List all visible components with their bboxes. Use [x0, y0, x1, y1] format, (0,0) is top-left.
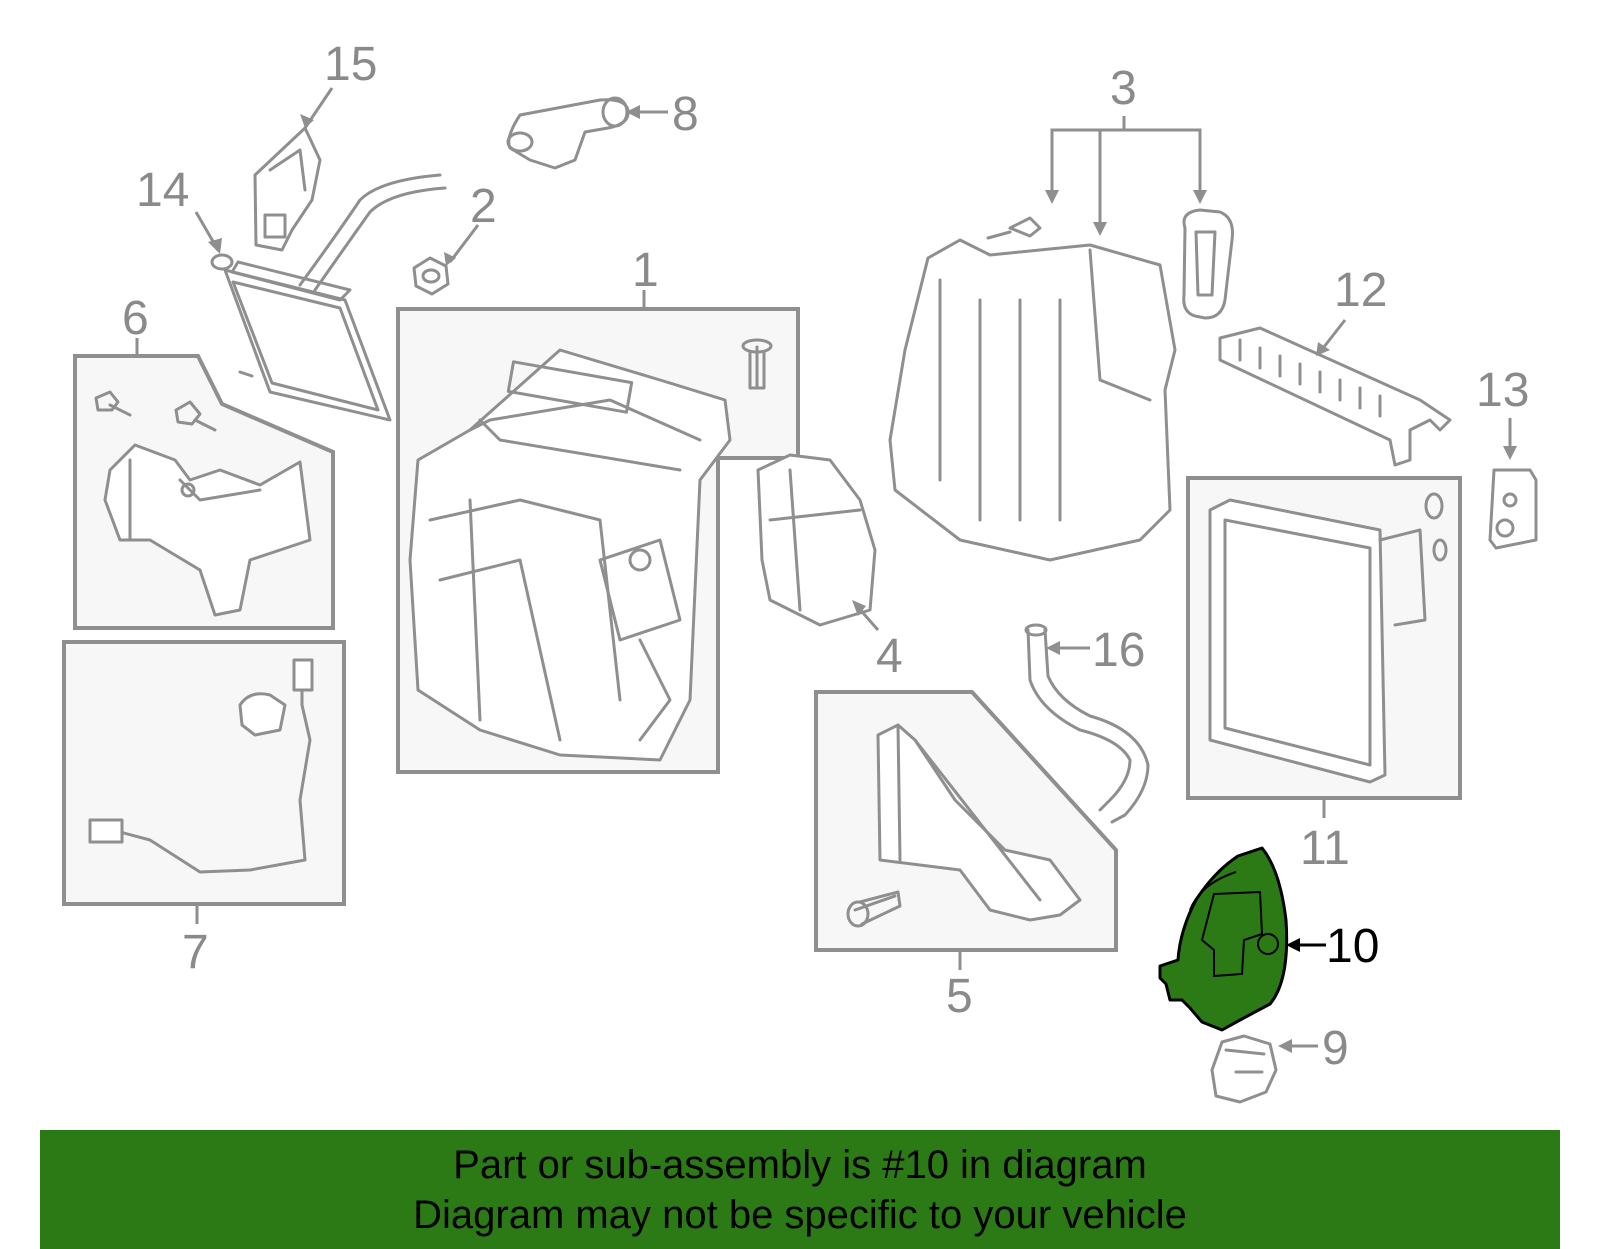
- strip-12-part: [1218, 326, 1452, 467]
- arrowhead-9: [1278, 1039, 1292, 1053]
- arrowhead-16: [1046, 641, 1060, 655]
- valve-13-part: [1488, 468, 1538, 550]
- callout-4: 4: [876, 630, 903, 683]
- heater-unit-part: [408, 338, 773, 762]
- info-banner: Part or sub-assembly is #10 in diagram D…: [40, 1130, 1560, 1249]
- arrowhead-3a: [1045, 190, 1059, 204]
- hose-16-part: [1024, 623, 1150, 824]
- duct-4-part: [756, 453, 877, 627]
- callout-5: 5: [946, 970, 973, 1023]
- arrowhead-4: [852, 600, 866, 616]
- elbow-8-part: [506, 96, 630, 170]
- callout-13: 13: [1476, 364, 1529, 417]
- callout-7: 7: [182, 926, 209, 979]
- callout-11: 11: [1300, 822, 1350, 875]
- actuator-6-part: [94, 390, 312, 617]
- resistor-9-part: [1210, 1034, 1278, 1104]
- callout-1: 1: [632, 244, 659, 297]
- callout-3: 3: [1110, 62, 1137, 115]
- blower-plate-10-part: [1158, 846, 1289, 1032]
- callout-8: 8: [672, 88, 699, 141]
- callout-10: 10: [1326, 920, 1379, 973]
- arrowhead-8: [626, 105, 640, 119]
- callout-16: 16: [1092, 624, 1145, 677]
- leader-3b: [1124, 128, 1202, 198]
- case-3-part: [888, 208, 1234, 562]
- nut-2-part: [412, 256, 450, 296]
- arrowhead-12: [1316, 342, 1330, 356]
- heater-core-part: [210, 173, 447, 422]
- arrowhead-10: [1286, 938, 1300, 952]
- arrowhead-14: [208, 238, 222, 254]
- bracket-15-part: [253, 126, 322, 252]
- callout-9: 9: [1322, 1022, 1349, 1075]
- banner-line-part-number: Part or sub-assembly is #10 in diagram: [453, 1143, 1147, 1187]
- arrowhead-2: [444, 252, 456, 266]
- callout-15: 15: [324, 38, 377, 91]
- duct-5-part: [846, 723, 1082, 928]
- leader-3: [1050, 116, 1126, 200]
- evaporator-11-part: [1208, 492, 1448, 784]
- arrowhead-13: [1503, 446, 1517, 460]
- harness-7-part: [88, 658, 314, 874]
- arrowhead-3c: [1193, 190, 1207, 204]
- callout-14: 14: [136, 164, 189, 217]
- leader-2: [448, 224, 480, 263]
- arrowhead-15: [300, 114, 314, 128]
- arrowhead-3b: [1093, 222, 1107, 236]
- banner-line-disclaimer: Diagram may not be specific to your vehi…: [413, 1193, 1187, 1237]
- callout-12: 12: [1334, 264, 1387, 317]
- callout-2: 2: [470, 180, 497, 233]
- callout-6: 6: [122, 292, 149, 345]
